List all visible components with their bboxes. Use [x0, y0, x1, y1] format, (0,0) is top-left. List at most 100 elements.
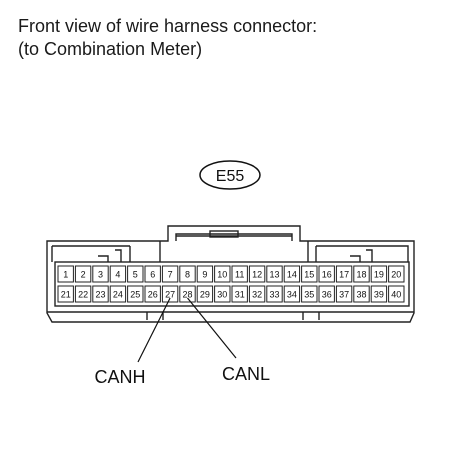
pin-label-22: 22 — [78, 290, 88, 300]
pin-cavity-34 — [283, 285, 301, 303]
pin-cavity-35 — [301, 285, 318, 303]
pin-label-30: 30 — [217, 290, 227, 300]
pin-label-25: 25 — [130, 290, 140, 300]
pin-cavity-22 — [74, 285, 92, 303]
connector-code-text: E55 — [216, 168, 245, 185]
pin-cavity-2 — [74, 265, 92, 283]
pin-cavity-36 — [318, 285, 335, 303]
pin-cavity-24 — [109, 285, 127, 303]
pin-cavity-37 — [335, 285, 353, 303]
connector-code-ellipse — [199, 160, 261, 190]
pin-label-10: 10 — [217, 270, 227, 280]
pin-cavity-39 — [370, 285, 388, 303]
pin-label-12: 12 — [252, 270, 262, 280]
pin-cavity-8 — [179, 265, 196, 283]
pin-label-2: 2 — [81, 270, 86, 280]
housing-outer — [46, 225, 415, 323]
pin-label-40: 40 — [391, 290, 401, 300]
pin-label-16: 16 — [322, 270, 332, 280]
pin-label-17: 17 — [339, 270, 349, 280]
pin-cavity-10 — [214, 265, 231, 283]
pin-cavity-16 — [318, 265, 335, 283]
pin-label-19: 19 — [374, 270, 384, 280]
connector-code-badge: E55 — [199, 160, 261, 190]
callout-label-canl: CANL — [222, 364, 270, 384]
pin-cavity-6 — [144, 265, 161, 283]
pin-label-27: 27 — [165, 290, 175, 300]
pin-label-11: 11 — [235, 270, 244, 280]
housing-right-detail — [315, 245, 409, 262]
pin-label-14: 14 — [287, 270, 297, 280]
diagram-title: Front view of wire harness connector: (t… — [18, 15, 317, 61]
pin-cavity-20 — [388, 265, 405, 283]
pin-label-29: 29 — [200, 290, 210, 300]
pin-cavity-14 — [283, 265, 301, 283]
pin-label-1: 1 — [63, 270, 68, 280]
pin-cavity-32 — [248, 285, 266, 303]
pin-cavity-15 — [301, 265, 318, 283]
pin-label-37: 37 — [339, 290, 349, 300]
pin-cavity-28 — [179, 285, 196, 303]
pin-label-21: 21 — [61, 290, 71, 300]
title-line-1: Front view of wire harness connector: — [18, 16, 318, 36]
pin-cavity-23 — [92, 285, 109, 303]
pin-label-6: 6 — [150, 270, 155, 280]
pin-cavity-4 — [109, 265, 127, 283]
pin-cavity-40 — [388, 285, 405, 303]
pin-cavity-38 — [353, 285, 370, 303]
pin-label-18: 18 — [356, 270, 366, 280]
pin-label-24: 24 — [113, 290, 123, 300]
pin-label-31: 31 — [235, 290, 245, 300]
pin-cavity-9 — [196, 265, 214, 283]
pin-label-8: 8 — [185, 270, 190, 280]
pin-cavity-25 — [127, 285, 144, 303]
pin-cavity-3 — [92, 265, 109, 283]
pin-cavity-5 — [127, 265, 144, 283]
pin-label-32: 32 — [252, 290, 262, 300]
pin-label-5: 5 — [133, 270, 138, 280]
pin-label-4: 4 — [115, 270, 120, 280]
pin-label-20: 20 — [391, 270, 401, 280]
pin-cavity-33 — [266, 285, 283, 303]
pin-cavity-26 — [144, 285, 161, 303]
pin-frame — [54, 261, 410, 307]
pin-cavity-18 — [353, 265, 370, 283]
pin-label-33: 33 — [269, 290, 279, 300]
pin-cavity-11 — [231, 265, 248, 283]
callout-line-canh — [137, 297, 171, 363]
latch-tab — [209, 230, 239, 238]
pin-label-38: 38 — [356, 290, 366, 300]
pin-cavity-7 — [161, 265, 179, 283]
pin-label-35: 35 — [304, 290, 314, 300]
title-line-2: (to Combination Meter) — [18, 39, 203, 59]
housing-latch — [175, 233, 293, 241]
pin-label-34: 34 — [287, 290, 297, 300]
pin-label-15: 15 — [304, 270, 314, 280]
pin-label-7: 7 — [168, 270, 173, 280]
pin-label-9: 9 — [202, 270, 207, 280]
pin-cavity-1 — [57, 265, 74, 283]
pin-cavity-19 — [370, 265, 388, 283]
pin-cavity-13 — [266, 265, 283, 283]
callout-group: CANH CANL — [94, 297, 270, 387]
pin-cavity-31 — [231, 285, 248, 303]
pin-label-23: 23 — [95, 290, 105, 300]
pin-cavity-27 — [161, 285, 179, 303]
pin-label-28: 28 — [182, 290, 192, 300]
housing-bottom-rail — [47, 311, 414, 320]
pin-cavity-17 — [335, 265, 353, 283]
pin-cavity-12 — [248, 265, 266, 283]
pin-cavity-21 — [57, 285, 74, 303]
housing-left-detail — [51, 245, 131, 262]
pin-label-39: 39 — [374, 290, 384, 300]
pin-label-3: 3 — [98, 270, 103, 280]
callout-line-canl — [187, 297, 237, 359]
pin-label-26: 26 — [148, 290, 158, 300]
callout-label-canh: CANH — [94, 367, 145, 387]
connector-housing — [46, 225, 415, 323]
pin-cavity-30 — [214, 285, 231, 303]
pin-label-36: 36 — [322, 290, 332, 300]
pin-cavity-29 — [196, 285, 214, 303]
